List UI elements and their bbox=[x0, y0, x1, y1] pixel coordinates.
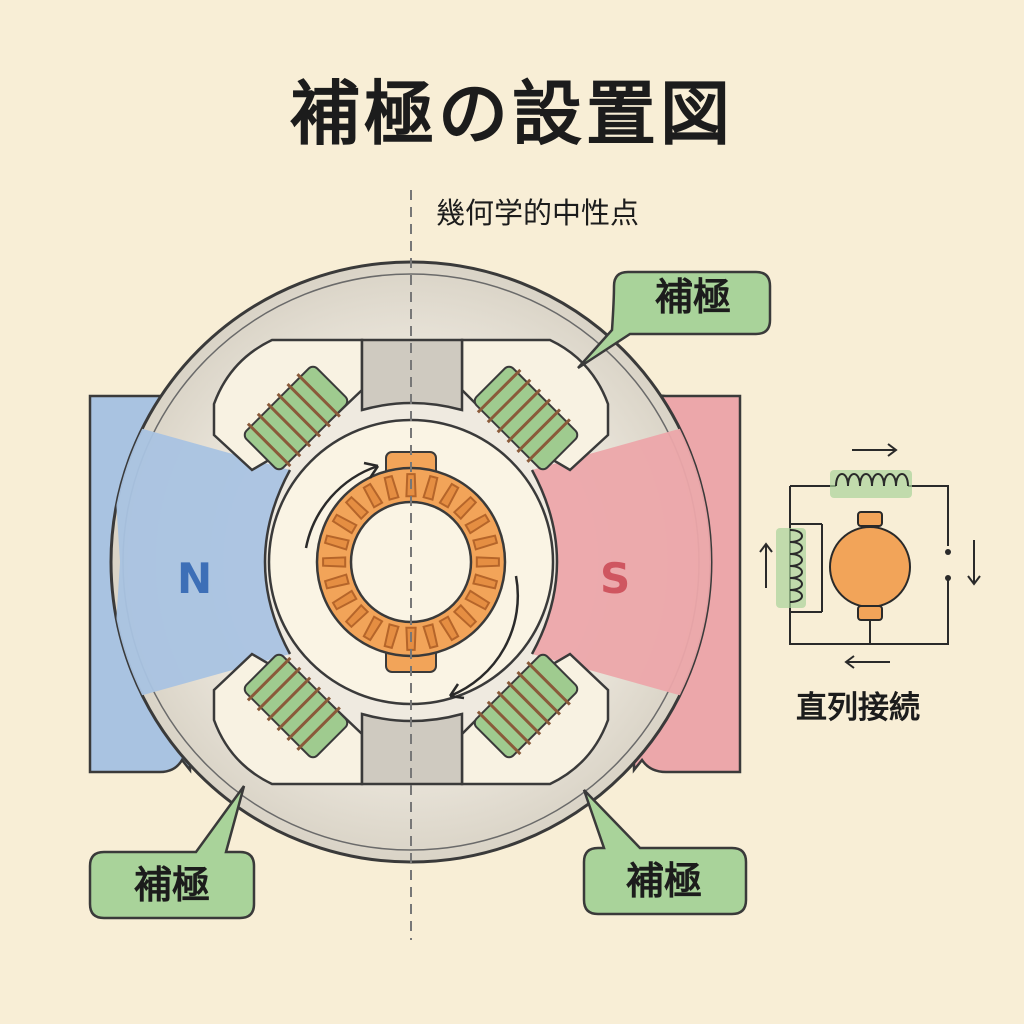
armature-slot bbox=[438, 482, 460, 509]
armature-slot bbox=[464, 589, 491, 611]
terminal-bottom bbox=[945, 575, 951, 581]
callout-bubble-bottom-left bbox=[88, 785, 256, 920]
series-coil-left-winding bbox=[789, 529, 803, 603]
south-pole-label: S bbox=[600, 554, 631, 603]
armature-slot bbox=[322, 556, 347, 568]
interpole-label-top-right: 補極 bbox=[654, 275, 731, 319]
armature-slot bbox=[472, 534, 499, 551]
terminal-top bbox=[945, 549, 951, 555]
armature-slot bbox=[331, 589, 358, 611]
armature-slot bbox=[323, 534, 350, 551]
callout-bubble-bottom-right bbox=[582, 789, 748, 916]
series-connection-label: 直列接続 bbox=[796, 690, 920, 726]
armature-slot bbox=[475, 556, 500, 568]
interpole-coil-bottom-left bbox=[243, 653, 349, 759]
neutral-axis-label: 幾何学的中性点 bbox=[436, 196, 640, 230]
callout-bubble-top-right bbox=[577, 270, 772, 370]
rotation-arrow-upper bbox=[304, 464, 379, 549]
south-pole-shoe bbox=[532, 420, 711, 704]
interpole-label-bottom-left: 補極 bbox=[133, 863, 210, 907]
armature-slot bbox=[452, 603, 478, 629]
armature-slot bbox=[383, 623, 400, 650]
armature-slot bbox=[464, 513, 491, 535]
series-motor bbox=[829, 526, 911, 608]
interpole-label-bottom-right: 補極 bbox=[625, 859, 702, 903]
armature-slot bbox=[344, 603, 370, 629]
armature-slot bbox=[331, 513, 358, 535]
north-pole-label: N bbox=[177, 554, 213, 603]
armature-slot bbox=[422, 474, 439, 501]
armature-slot bbox=[362, 482, 384, 509]
armature-slot bbox=[323, 573, 350, 590]
armature-slot bbox=[422, 623, 439, 650]
interpole-coil-top-left bbox=[243, 365, 349, 471]
armature-slot bbox=[383, 474, 400, 501]
armature-slot bbox=[344, 495, 370, 521]
armature-slot bbox=[452, 495, 478, 521]
north-pole-shoe bbox=[111, 420, 290, 704]
top-yoke-bridge bbox=[360, 338, 464, 412]
interpole-coil-top-right bbox=[473, 365, 579, 471]
rotation-arrow-lower bbox=[449, 575, 520, 698]
series-coil-top-winding bbox=[835, 473, 909, 487]
bottom-yoke-bridge bbox=[360, 712, 464, 786]
page-title: 補極の設置図 bbox=[290, 73, 734, 155]
armature-slot bbox=[472, 573, 499, 590]
interpole-coil-bottom-right bbox=[473, 653, 579, 759]
armature-slot bbox=[438, 615, 460, 642]
armature-slot bbox=[362, 615, 384, 642]
current-arrows bbox=[759, 443, 981, 669]
